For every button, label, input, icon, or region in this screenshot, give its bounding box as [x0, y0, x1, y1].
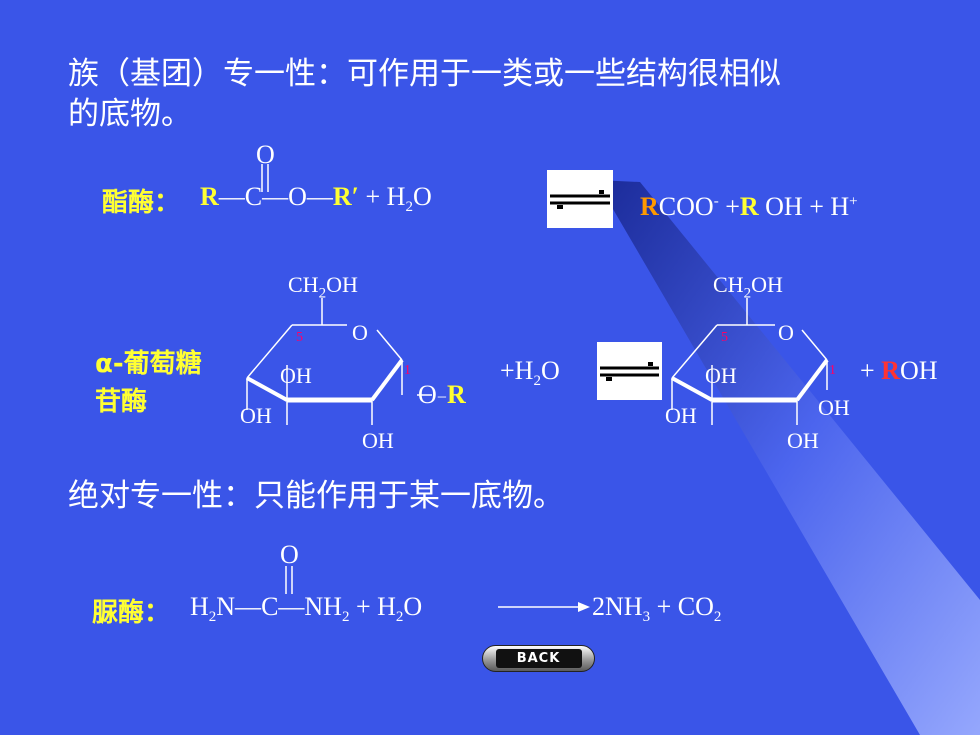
right-ch2oh: CH2OH: [713, 272, 783, 302]
equilibrium-arrow-2: [597, 342, 662, 400]
heading-line-2: 的底物。: [68, 96, 192, 132]
right-c5-mark: 5: [721, 330, 728, 345]
left-glucose-ring: [246, 298, 432, 425]
urease-label: 脲酶：: [92, 598, 171, 628]
carbonyl-double-bond: [261, 164, 269, 192]
right-oh-right: OH: [818, 395, 850, 420]
urea-reaction: H2N—C—NH2 + H2O: [190, 592, 423, 626]
absolute-specificity-heading: 绝对专一性：只能作用于某一底物。: [68, 478, 564, 514]
glycoside-or: O−R: [418, 380, 466, 409]
back-button[interactable]: BACK: [482, 645, 595, 672]
right-glucose-ring: [671, 298, 829, 425]
ester-products: RCOO- +R OH + H+: [640, 192, 858, 221]
back-button-label: BACK: [495, 649, 582, 668]
decorative-beam: [596, 180, 980, 735]
ester-c: —C—: [218, 182, 289, 211]
right-oh-left: OH: [665, 403, 697, 428]
product-r: R: [640, 192, 659, 221]
reaction-arrow: [498, 602, 590, 612]
urea-carbonyl-o: O: [280, 540, 299, 569]
group-specificity-heading: 族（基团）专一性：可作用于一类或一些结构很相似 的底物。: [68, 54, 781, 134]
right-ring-o: O: [778, 320, 794, 345]
right-oh-bottom: OH: [787, 428, 819, 453]
left-oh-bottom: OH: [362, 428, 394, 453]
left-c1-mark: 1: [404, 363, 411, 378]
heading-line-1: 族（基团）专一性：可作用于一类或一些结构很相似: [68, 56, 781, 92]
urea-double-bond: [285, 566, 293, 594]
glucosidase-products: + ROH: [860, 356, 938, 385]
ester-r: R: [200, 182, 219, 211]
left-c5-mark: 5: [296, 330, 303, 345]
product-r2: R: [739, 192, 759, 221]
ester-o: O—: [288, 182, 333, 211]
equilibrium-arrow: [547, 170, 613, 228]
right-oh-inner: OH: [705, 363, 737, 388]
left-oh-inner: OH: [280, 363, 312, 388]
ester-substrate: R—C—O—R′ + H2O: [200, 182, 432, 216]
left-oh-left: OH: [240, 403, 272, 428]
glucosidase-label: α-葡萄糖 苷酶: [95, 349, 202, 417]
glucosidase-water: +H2O: [500, 356, 560, 390]
urease-products: 2NH3 + CO2: [592, 592, 722, 626]
left-ch2oh: CH2OH: [288, 272, 358, 302]
right-c1-mark: 1: [829, 363, 836, 378]
ester-r-prime: R′: [332, 182, 359, 211]
ester-water: + H: [359, 182, 406, 211]
esterase-label: 酯酶：: [102, 188, 181, 218]
left-ring-o: O: [352, 320, 368, 345]
esterase-carbonyl-o: O: [256, 140, 275, 169]
